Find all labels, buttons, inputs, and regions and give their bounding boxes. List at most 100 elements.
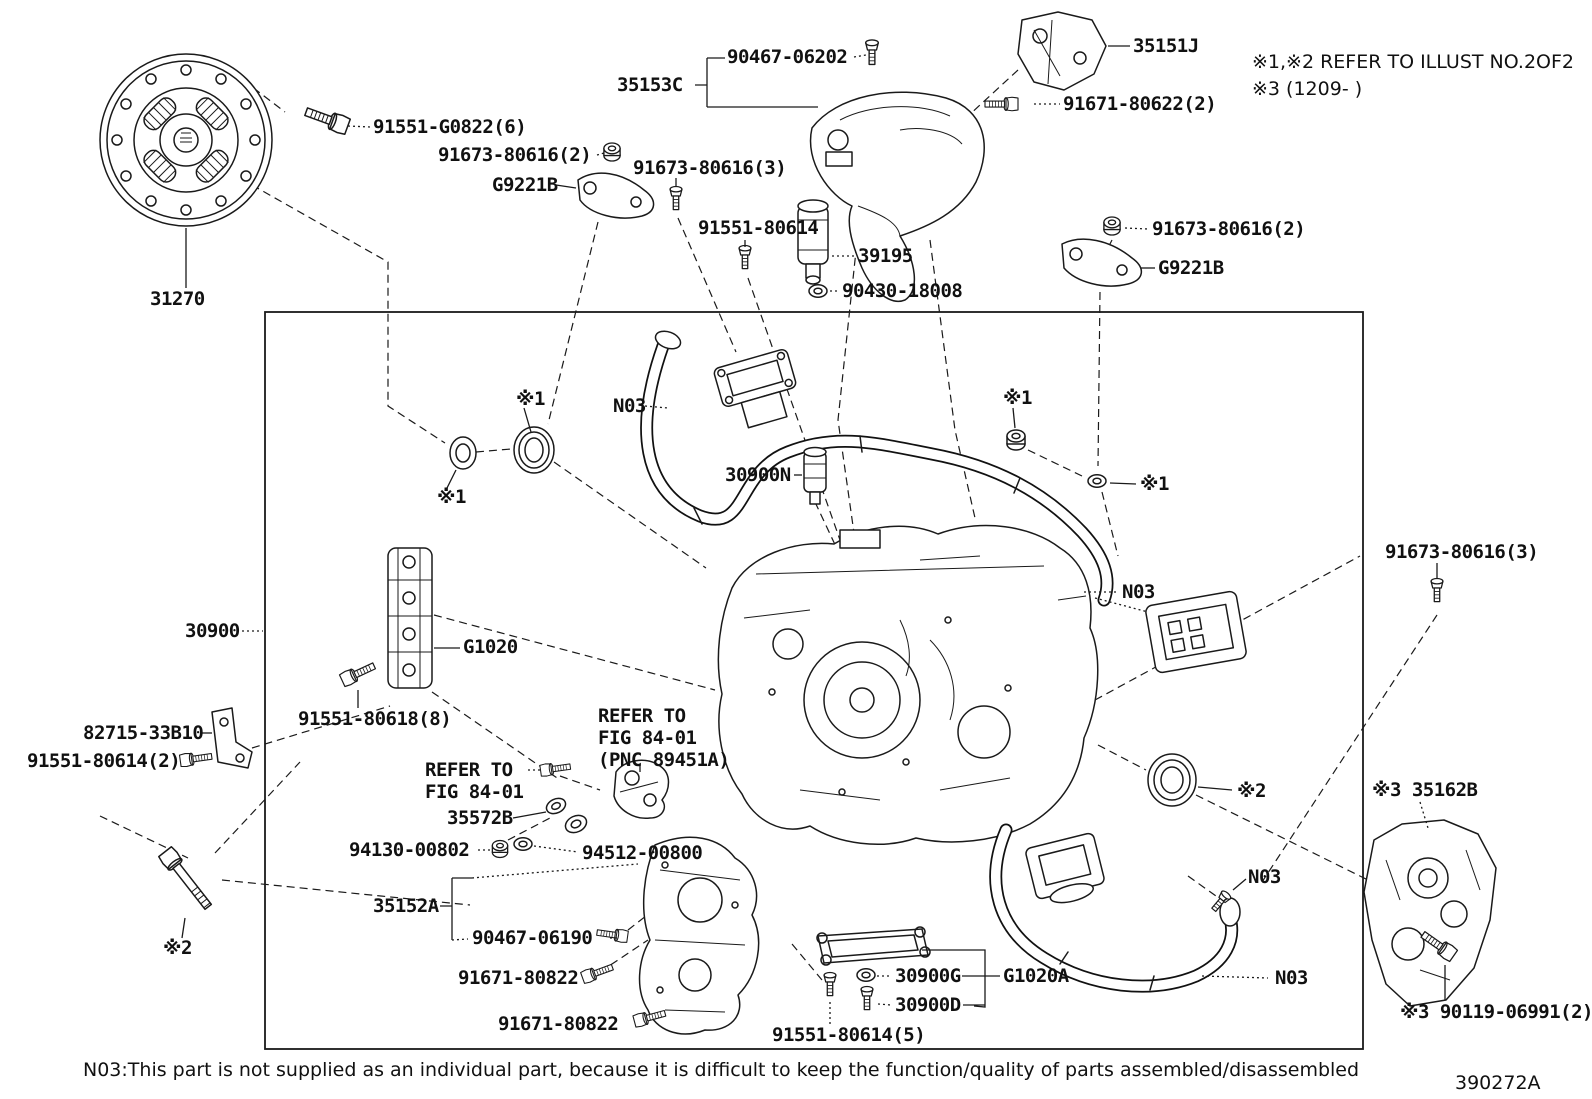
part-label-91551-80618: 91551-80618(8) bbox=[298, 708, 451, 730]
screw-icon-91673-80616-3-right bbox=[1430, 577, 1444, 603]
figure-number: 390272A bbox=[1455, 1072, 1541, 1094]
part-label-35153c: 35153C bbox=[617, 74, 683, 96]
part-label-g9221b-right: G9221B bbox=[1158, 257, 1224, 279]
part-label-g1020: G1020 bbox=[463, 636, 518, 658]
part-label-g1020a: G1020A bbox=[1003, 965, 1070, 987]
part-label-82715-33b10: 82715-33B10 bbox=[83, 722, 203, 744]
part-label-91551-g0822: 91551-G0822(6) bbox=[373, 116, 526, 138]
breather-hose-upper-drawing bbox=[640, 330, 1247, 674]
part-label-n03-bolt-mid: N03 bbox=[1122, 581, 1155, 603]
part-label-n03-hose-lower-b: N03 bbox=[1275, 967, 1308, 989]
screw-icon-91671-80822-a bbox=[579, 960, 616, 985]
footnote: N03:This part is not supplied as an indi… bbox=[83, 1059, 1359, 1081]
ref-mark-1-d: ※1 bbox=[1140, 473, 1169, 495]
bolt-icon-ref2-left bbox=[158, 846, 213, 911]
part-label-91673-80616-3-right: 91673-80616(3) bbox=[1385, 541, 1538, 563]
bolt-icon-91551-g0822 bbox=[302, 102, 352, 136]
clutch-disc-drawing bbox=[99, 53, 273, 227]
part-label-94130-00802: 94130-00802 bbox=[349, 839, 469, 861]
speed-sensor-30900n-icon bbox=[803, 446, 827, 505]
diagram-border bbox=[264, 311, 1364, 1050]
part-label-91551-80614-5: 91551-80614(5) bbox=[772, 1024, 925, 1046]
part-label-94512-00800: 94512-00800 bbox=[582, 842, 702, 864]
bolt-icon-91551-80614-5 bbox=[823, 971, 837, 997]
oil-seal-ref2-right-icon bbox=[1147, 753, 1197, 807]
plug-icon-30900d bbox=[860, 985, 874, 1011]
part-label-35151j: 35151J bbox=[1133, 35, 1199, 57]
part-label-90467-06202: 90467-06202 bbox=[727, 46, 847, 68]
part-label-n03-hose-upper: N03 bbox=[613, 395, 646, 417]
note-refer-fig-a3: (PNC 89451A) bbox=[598, 749, 729, 771]
part-label-91671-80822-a: 91671-80822 bbox=[458, 967, 578, 989]
bracket-35151j-drawing bbox=[1017, 11, 1107, 91]
solenoid-89451a-drawing bbox=[613, 759, 670, 819]
valve-body-plate-g1020-drawing bbox=[387, 547, 433, 689]
leader-lines bbox=[181, 45, 1446, 1024]
part-label-30900d: 30900D bbox=[895, 994, 961, 1016]
oil-pan-gasket-drawing bbox=[816, 926, 931, 966]
part-label-91671-80822-b: 91671-80822 bbox=[498, 1013, 618, 1035]
note-refer-illust: ※1,※2 REFER TO ILLUST NO.2OF2 bbox=[1252, 51, 1574, 73]
part-label-35572b: 35572B bbox=[447, 807, 513, 829]
screw-icon-90467-06202 bbox=[865, 39, 879, 66]
screw-icon-91673-80616-top bbox=[669, 185, 683, 211]
bolt-icon-91551-80614-top bbox=[738, 244, 752, 270]
ref-mark-1-b: ※1 bbox=[437, 486, 466, 508]
washer-icon-30900g bbox=[856, 968, 876, 982]
breather-hose-lower-drawing bbox=[989, 823, 1241, 993]
bolt-icon-refer-fig bbox=[539, 760, 572, 778]
ref-mark-1-a: ※1 bbox=[516, 388, 545, 410]
note-refer-fig-b2: FIG 84-01 bbox=[425, 781, 524, 803]
part-label-n03-hose-lower-a: N03 bbox=[1248, 866, 1281, 888]
bolt-icon-91551-80618 bbox=[338, 658, 378, 688]
part-label-35152a: 35152A bbox=[373, 895, 440, 917]
ref-mark-2-left: ※2 bbox=[163, 937, 192, 959]
part-label-90119-06991: ※3 90119-06991(2) bbox=[1400, 1001, 1592, 1023]
oil-seal-small-icon bbox=[449, 436, 477, 470]
oil-seal-large-icon bbox=[513, 426, 555, 474]
note-refer-fig-b1: REFER TO bbox=[425, 759, 513, 781]
nut-icon-91673-80616-left bbox=[603, 142, 621, 162]
washer-icon-ref1-right bbox=[1087, 474, 1107, 488]
transaxle-case-drawing bbox=[717, 524, 1099, 845]
screw-icon-90467-06190 bbox=[595, 925, 629, 944]
part-label-30900n: 30900N bbox=[725, 464, 791, 486]
part-label-91551-80614-top: 91551-80614 bbox=[698, 217, 818, 239]
ref-mark-2-right: ※2 bbox=[1237, 780, 1266, 802]
part-label-91673-80616-2-left: 91673-80616(2) bbox=[438, 144, 591, 166]
part-label-91673-80616-2-right: 91673-80616(2) bbox=[1152, 218, 1305, 240]
valve-35572b-icons bbox=[545, 797, 588, 834]
transmission-case-cover-35153c-drawing bbox=[809, 91, 985, 302]
nut-icon-94130-00802 bbox=[491, 839, 509, 859]
case-cover-35162b-drawing bbox=[1363, 819, 1497, 1007]
screw-icon-91671-80622 bbox=[984, 96, 1019, 112]
part-label-91673-80616-3-top: 91673-80616(3) bbox=[633, 157, 786, 179]
note-date-range: ※3 (1209- ) bbox=[1252, 78, 1362, 100]
part-label-35162b: ※3 35162B bbox=[1372, 779, 1478, 801]
part-label-30900: 30900 bbox=[185, 620, 240, 642]
g9221b-bracket-right-drawing bbox=[1061, 238, 1142, 287]
washer-icon-90430-18008 bbox=[808, 284, 828, 298]
g9221b-bracket-left-drawing bbox=[577, 172, 655, 219]
nut-icon-ref1-right bbox=[1006, 429, 1026, 451]
bracket-82715-33b10-drawing bbox=[211, 707, 253, 769]
part-label-90430-18008: 90430-18008 bbox=[842, 280, 962, 302]
part-label-39195: 39195 bbox=[858, 245, 913, 267]
part-label-91551-80614-2: 91551-80614(2) bbox=[27, 750, 180, 772]
part-label-30900g: 30900G bbox=[895, 965, 961, 987]
part-label-90467-06190: 90467-06190 bbox=[472, 927, 592, 949]
note-refer-fig-a2: FIG 84-01 bbox=[598, 727, 697, 749]
sensor-39195-drawing bbox=[797, 199, 829, 285]
nut-icon-91673-80616-right bbox=[1103, 216, 1121, 236]
ref-mark-1-c: ※1 bbox=[1003, 387, 1032, 409]
part-label-31270: 31270 bbox=[150, 288, 205, 310]
note-refer-fig-a1: REFER TO bbox=[598, 705, 686, 727]
construction-lines bbox=[99, 69, 1438, 1017]
bolt-icon-91551-80614-2 bbox=[178, 749, 214, 768]
part-label-g9221b-left: G9221B bbox=[492, 174, 558, 196]
label-layer: 31270 91551-G0822(6) 35153C 90467-06202 9167… bbox=[27, 35, 1592, 1046]
washer-icon-94512-00800 bbox=[513, 837, 533, 851]
control-valve-body-35152a-drawing bbox=[638, 836, 760, 1035]
